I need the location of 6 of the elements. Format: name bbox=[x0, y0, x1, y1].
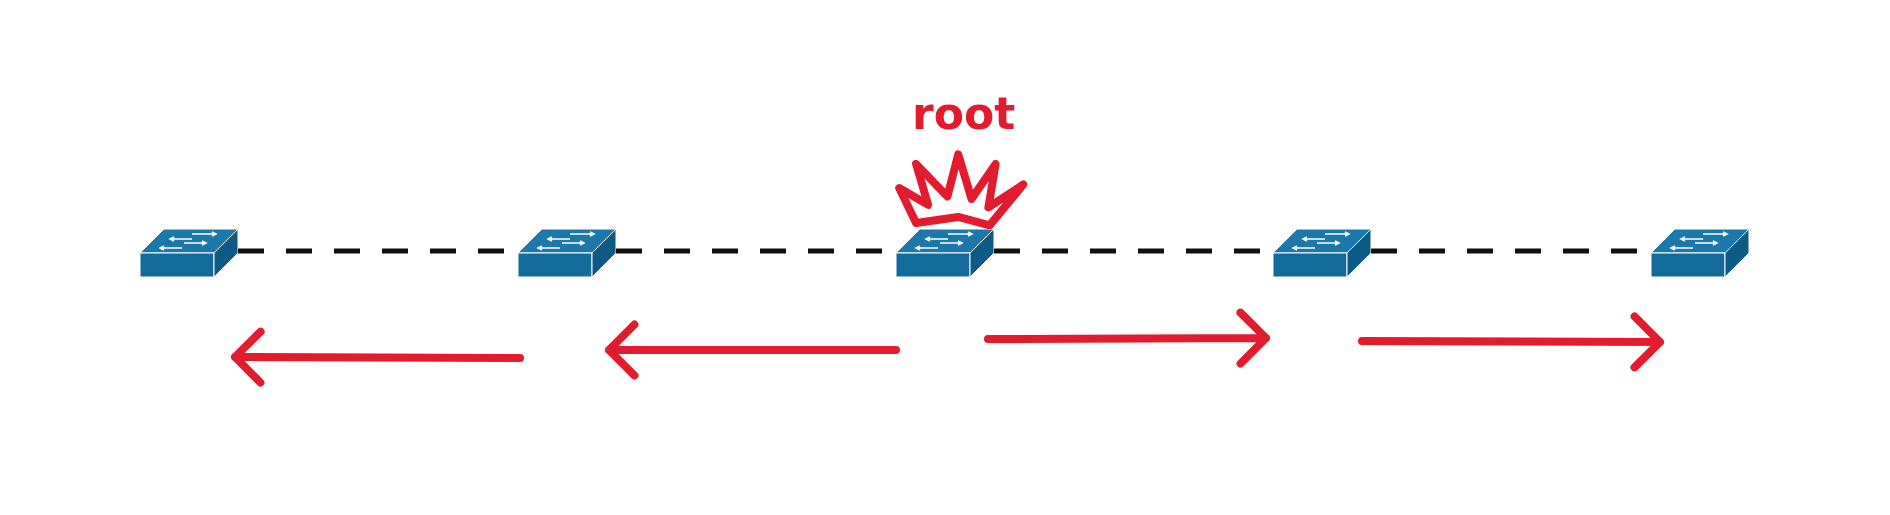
network-switch-icon bbox=[140, 229, 238, 277]
network-switch-icon bbox=[1273, 229, 1371, 277]
network-switch-icon bbox=[518, 229, 616, 277]
network-switch-icon bbox=[1651, 229, 1749, 277]
network-switch-icon bbox=[896, 229, 994, 277]
root-label: root bbox=[912, 92, 1016, 136]
